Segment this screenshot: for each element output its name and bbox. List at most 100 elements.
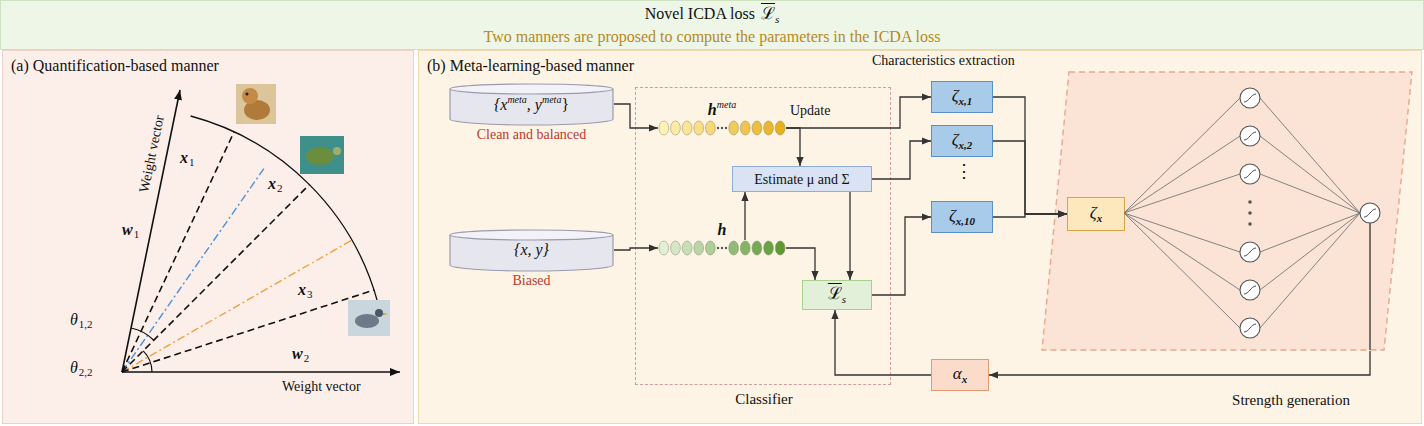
node-text: ζ [952, 130, 959, 149]
text-line: αx [953, 363, 967, 387]
neuron [1240, 164, 1260, 184]
strength-box: αx [931, 359, 989, 391]
neural-network [1124, 88, 1380, 350]
text-line: Two manners are proposed to compute the … [484, 27, 941, 47]
text-line: ζx [1090, 202, 1102, 226]
feature-cell [775, 121, 785, 135]
node-text: s [842, 293, 846, 305]
caption-holder: Strength generation [1232, 391, 1350, 410]
connector [835, 310, 931, 375]
weight-vector [122, 371, 400, 373]
vector-index: 2 [304, 353, 310, 364]
ellipsis-dot [717, 127, 719, 129]
panel-b: {xmeta, ymeta}Clean and balanced{x, y}Bi… [418, 50, 1422, 424]
process-box: Estimate μ and Σ [732, 166, 872, 192]
nn-output-wire [1369, 223, 1370, 350]
node-caption: Classifier [735, 391, 793, 407]
bar-outline [658, 240, 786, 256]
image-ground [236, 84, 276, 124]
nn-wire [1124, 98, 1240, 213]
node-caption: h [708, 101, 717, 118]
connector [993, 141, 1067, 214]
node-text: x,10 [956, 215, 975, 227]
cylinder-top [450, 230, 613, 240]
node-text: Two manners are proposed to compute the … [484, 28, 941, 45]
feature-cell [705, 241, 715, 255]
caption-holder: (a) Quantification-based manner [11, 56, 219, 75]
node-caption: Clean and balanced [477, 127, 587, 142]
feature-cell [694, 241, 704, 255]
boundary-line [122, 240, 352, 372]
angle-symbol: θ [70, 360, 78, 376]
nn-wire [1124, 213, 1240, 328]
feature-cell [682, 241, 692, 255]
nn-wire [1124, 213, 1240, 290]
panel-title: (b) Meta-learning-based manner [427, 57, 634, 74]
ellipsis-dot [717, 247, 719, 249]
angle-arc [143, 351, 152, 372]
text-line: {x, y} [514, 240, 549, 260]
node-text: } [561, 96, 569, 113]
sigmoid-glyph [1244, 132, 1256, 140]
text-line: ζx,1 [952, 85, 973, 109]
node-text: x [1097, 212, 1103, 224]
node-caption: Strength generation [1232, 392, 1350, 408]
feature-cell [659, 121, 669, 135]
neuron [1240, 318, 1260, 338]
image-ground [348, 300, 390, 336]
connector [786, 97, 931, 128]
text-area: Novel ICDA lossℒsTwo manners are propose… [1, 1, 1423, 49]
feature-cell [752, 241, 762, 255]
characteristic-vector-box: ζx [1067, 197, 1125, 231]
caption-holder: Classifier [735, 390, 793, 409]
ellipsis-dot [721, 247, 723, 249]
node-text: {x, y} [514, 241, 549, 258]
characteristic-box: ζx,2 [931, 125, 993, 157]
feature-cell [659, 241, 669, 255]
connector [993, 214, 1067, 217]
cylinder-top [450, 84, 613, 94]
classifier-region: hmetahEstimate μ and ΣℒsClassifier [635, 87, 891, 385]
neuron [1360, 203, 1380, 223]
ellipsis-dot [1248, 222, 1252, 226]
feature-cell [752, 121, 762, 135]
node-text: Novel ICDA loss [645, 5, 755, 22]
text-line: Estimate μ and Σ [754, 169, 849, 189]
sigmoid-glyph [1244, 170, 1256, 178]
node-text: , y [527, 96, 542, 113]
connector [989, 351, 1370, 375]
axis-label: Weight vector [282, 380, 361, 394]
image-ground [300, 136, 344, 174]
vector-index: 1 [134, 229, 140, 240]
panel-title: (a) Quantification-based manner [11, 57, 219, 74]
sigmoid-glyph [1244, 286, 1256, 294]
vector-index: 3 [307, 289, 313, 300]
neuron [1240, 242, 1260, 262]
feature-cell [671, 121, 681, 135]
caption-holder: Clean and balanced [477, 127, 587, 144]
dataset-cylinder: {xmeta, ymeta}Clean and balanced [449, 83, 614, 125]
caption-holder: Biased [512, 273, 550, 290]
feature-cell [764, 121, 774, 135]
feature-cell [694, 121, 704, 135]
feature-cell [682, 121, 692, 135]
vector-symbol: x [268, 176, 276, 192]
neuron [1240, 280, 1260, 300]
node-text: Estimate μ and Σ [754, 172, 849, 187]
caption-holder: h [718, 220, 727, 239]
feature-cell [671, 241, 681, 255]
feature-cell [729, 121, 739, 135]
node-text: α [953, 364, 962, 383]
edge-label: Update [788, 103, 832, 118]
stage-label: Characteristics extraction [872, 54, 1015, 68]
angle-index: 1,2 [79, 319, 93, 330]
feature-cell [740, 121, 750, 135]
ellipsis-dot [1248, 200, 1252, 204]
nn-wire [1260, 98, 1360, 213]
text-line: {xmeta, ymeta} [494, 94, 569, 115]
node-caption: meta [717, 99, 736, 110]
sample-vector [122, 132, 234, 372]
angle-arc [131, 328, 154, 340]
text-area: ℒs [803, 281, 871, 309]
